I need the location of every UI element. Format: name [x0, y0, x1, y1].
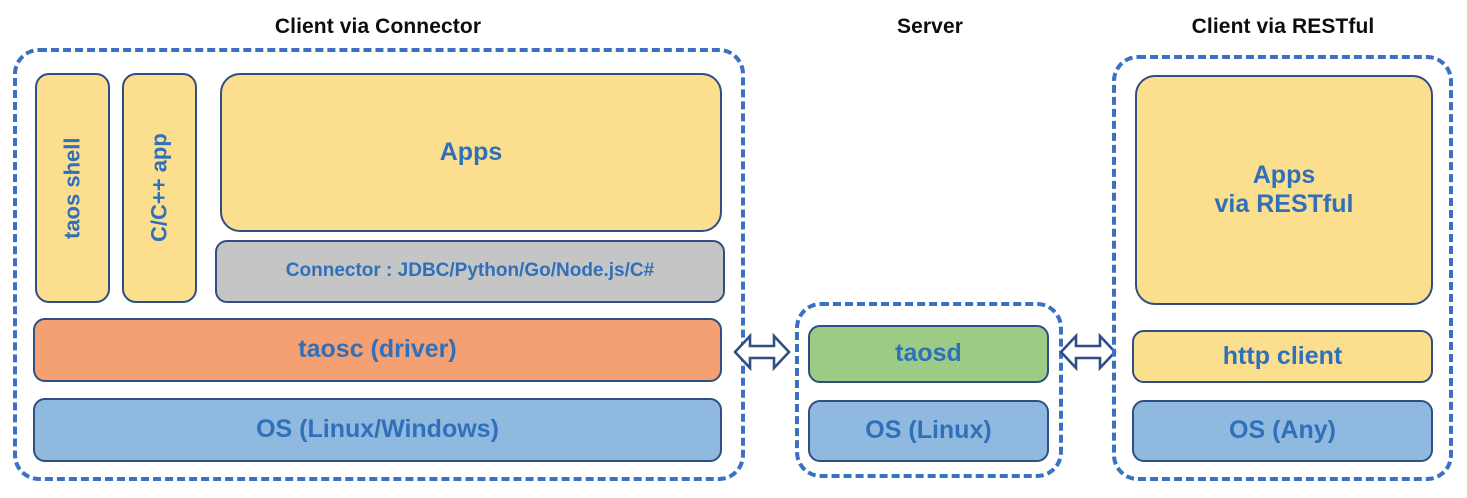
arrow-connector-to-server [733, 328, 791, 376]
node-os-linux-windows[interactable]: OS (Linux/Windows) [33, 398, 722, 462]
arrow-server-to-restful [1059, 328, 1117, 376]
node-taos-shell[interactable]: taos shell [35, 73, 110, 303]
title-client-via-connector: Client via Connector [274, 15, 482, 38]
node-apps-connector[interactable]: Apps [220, 73, 722, 232]
title-server: Server [897, 15, 963, 38]
node-os-linux[interactable]: OS (Linux) [808, 400, 1049, 462]
node-os-any[interactable]: OS (Any) [1132, 400, 1433, 462]
group-client-via-restful [1112, 55, 1453, 481]
group-server [795, 302, 1063, 478]
node-taosd[interactable]: taosd [808, 325, 1049, 383]
node-http-client[interactable]: http client [1132, 330, 1433, 383]
node-taosc-driver[interactable]: taosc (driver) [33, 318, 722, 382]
node-c-cpp-app[interactable]: C/C++ app [122, 73, 197, 303]
node-apps-via-restful[interactable]: Apps via RESTful [1135, 75, 1433, 305]
group-client-via-connector [13, 48, 745, 481]
node-apps-via-restful-line1: Apps [1252, 160, 1316, 189]
node-connector-list[interactable]: Connector : JDBC/Python/Go/Node.js/C# [215, 240, 725, 303]
title-client-via-restful: Client via RESTful [1191, 15, 1375, 38]
node-apps-via-restful-line2: via RESTful [1214, 190, 1354, 218]
